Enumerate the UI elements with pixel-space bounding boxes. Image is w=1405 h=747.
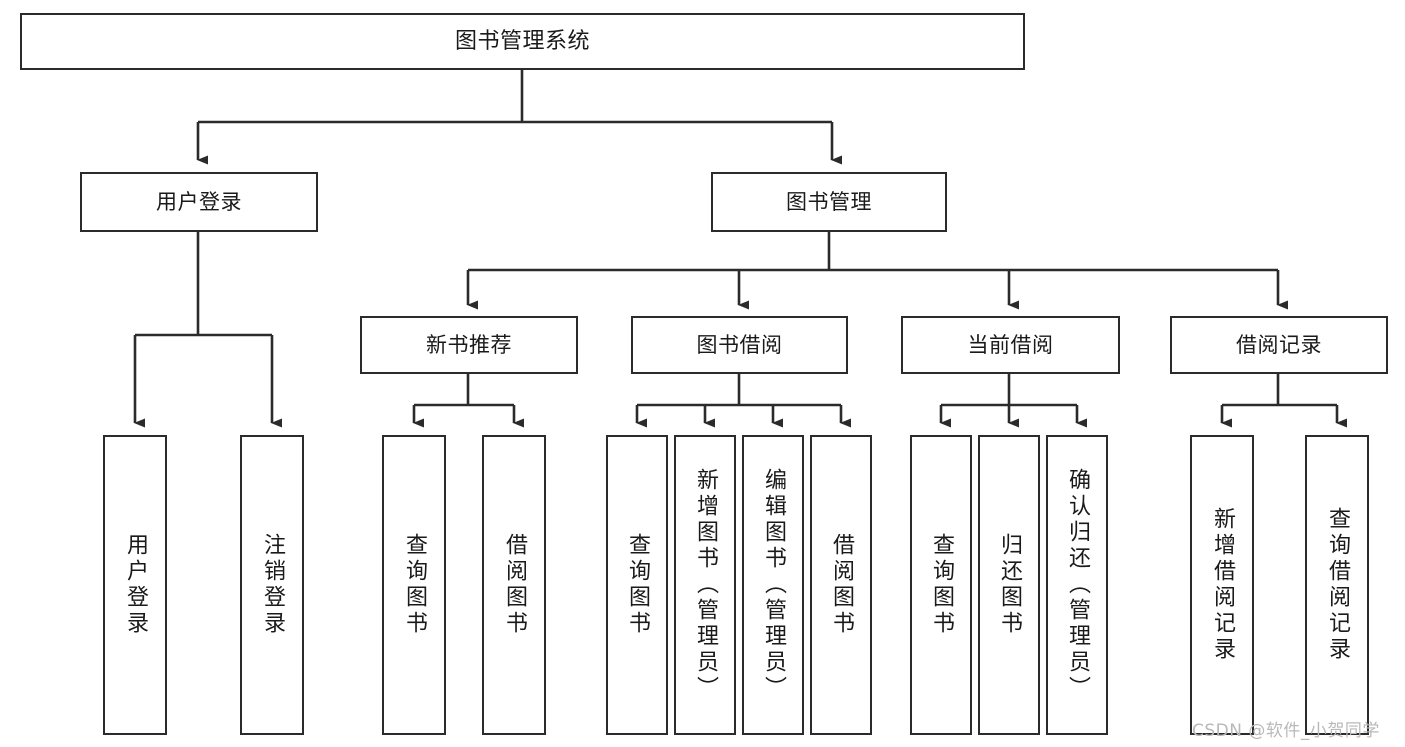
node-leaf-add-borrow-record[interactable]: 新增借阅记录 (1190, 435, 1254, 735)
node-label: 用户登录 (123, 533, 148, 637)
node-label: 查询图书 (625, 533, 650, 637)
node-label: 查询图书 (402, 533, 427, 637)
node-leaf-edit-book-admin[interactable]: 编辑图书（管理员） (742, 435, 804, 735)
node-label: 确认归还（管理员） (1065, 468, 1090, 702)
node-leaf-query-borrow-record[interactable]: 查询借阅记录 (1305, 435, 1369, 735)
node-label: 图书管理系统 (454, 28, 590, 54)
node-leaf-query-book-current[interactable]: 查询图书 (910, 435, 972, 735)
node-leaf-query-book-recommend[interactable]: 查询图书 (382, 435, 446, 735)
node-leaf-query-book-borrow[interactable]: 查询图书 (606, 435, 668, 735)
node-book-management[interactable]: 图书管理 (711, 172, 947, 232)
node-root-book-management-system[interactable]: 图书管理系统 (20, 13, 1025, 70)
node-label: 注销登录 (260, 533, 285, 637)
node-label: 图书管理 (786, 189, 872, 214)
node-label: 查询图书 (929, 533, 954, 637)
node-label: 借阅图书 (502, 533, 527, 637)
node-leaf-confirm-return-admin[interactable]: 确认归还（管理员） (1046, 435, 1108, 735)
node-new-book-recommend[interactable]: 新书推荐 (360, 316, 578, 374)
node-label: 用户登录 (156, 189, 242, 214)
node-label: 查询借阅记录 (1325, 507, 1350, 663)
node-current-borrow[interactable]: 当前借阅 (901, 316, 1120, 374)
node-label: 借阅记录 (1236, 332, 1322, 357)
node-borrow-record[interactable]: 借阅记录 (1170, 316, 1388, 374)
node-label: 新增图书（管理员） (693, 468, 718, 702)
node-user-login[interactable]: 用户登录 (80, 172, 318, 232)
node-leaf-user-login[interactable]: 用户登录 (103, 435, 167, 735)
node-leaf-return-book[interactable]: 归还图书 (978, 435, 1040, 735)
node-label: 编辑图书（管理员） (761, 468, 786, 702)
node-label: 归还图书 (997, 533, 1022, 637)
node-leaf-borrow-book-recommend[interactable]: 借阅图书 (482, 435, 546, 735)
node-leaf-add-book-admin[interactable]: 新增图书（管理员） (674, 435, 736, 735)
node-label: 当前借阅 (967, 332, 1054, 357)
node-label: 新增借阅记录 (1210, 507, 1235, 663)
node-leaf-borrow-book[interactable]: 借阅图书 (810, 435, 872, 735)
node-leaf-user-logout[interactable]: 注销登录 (240, 435, 304, 735)
node-book-borrow[interactable]: 图书借阅 (631, 316, 848, 374)
node-label: 借阅图书 (829, 533, 854, 637)
node-label: 新书推荐 (426, 332, 512, 357)
node-label: 图书借阅 (696, 332, 783, 357)
